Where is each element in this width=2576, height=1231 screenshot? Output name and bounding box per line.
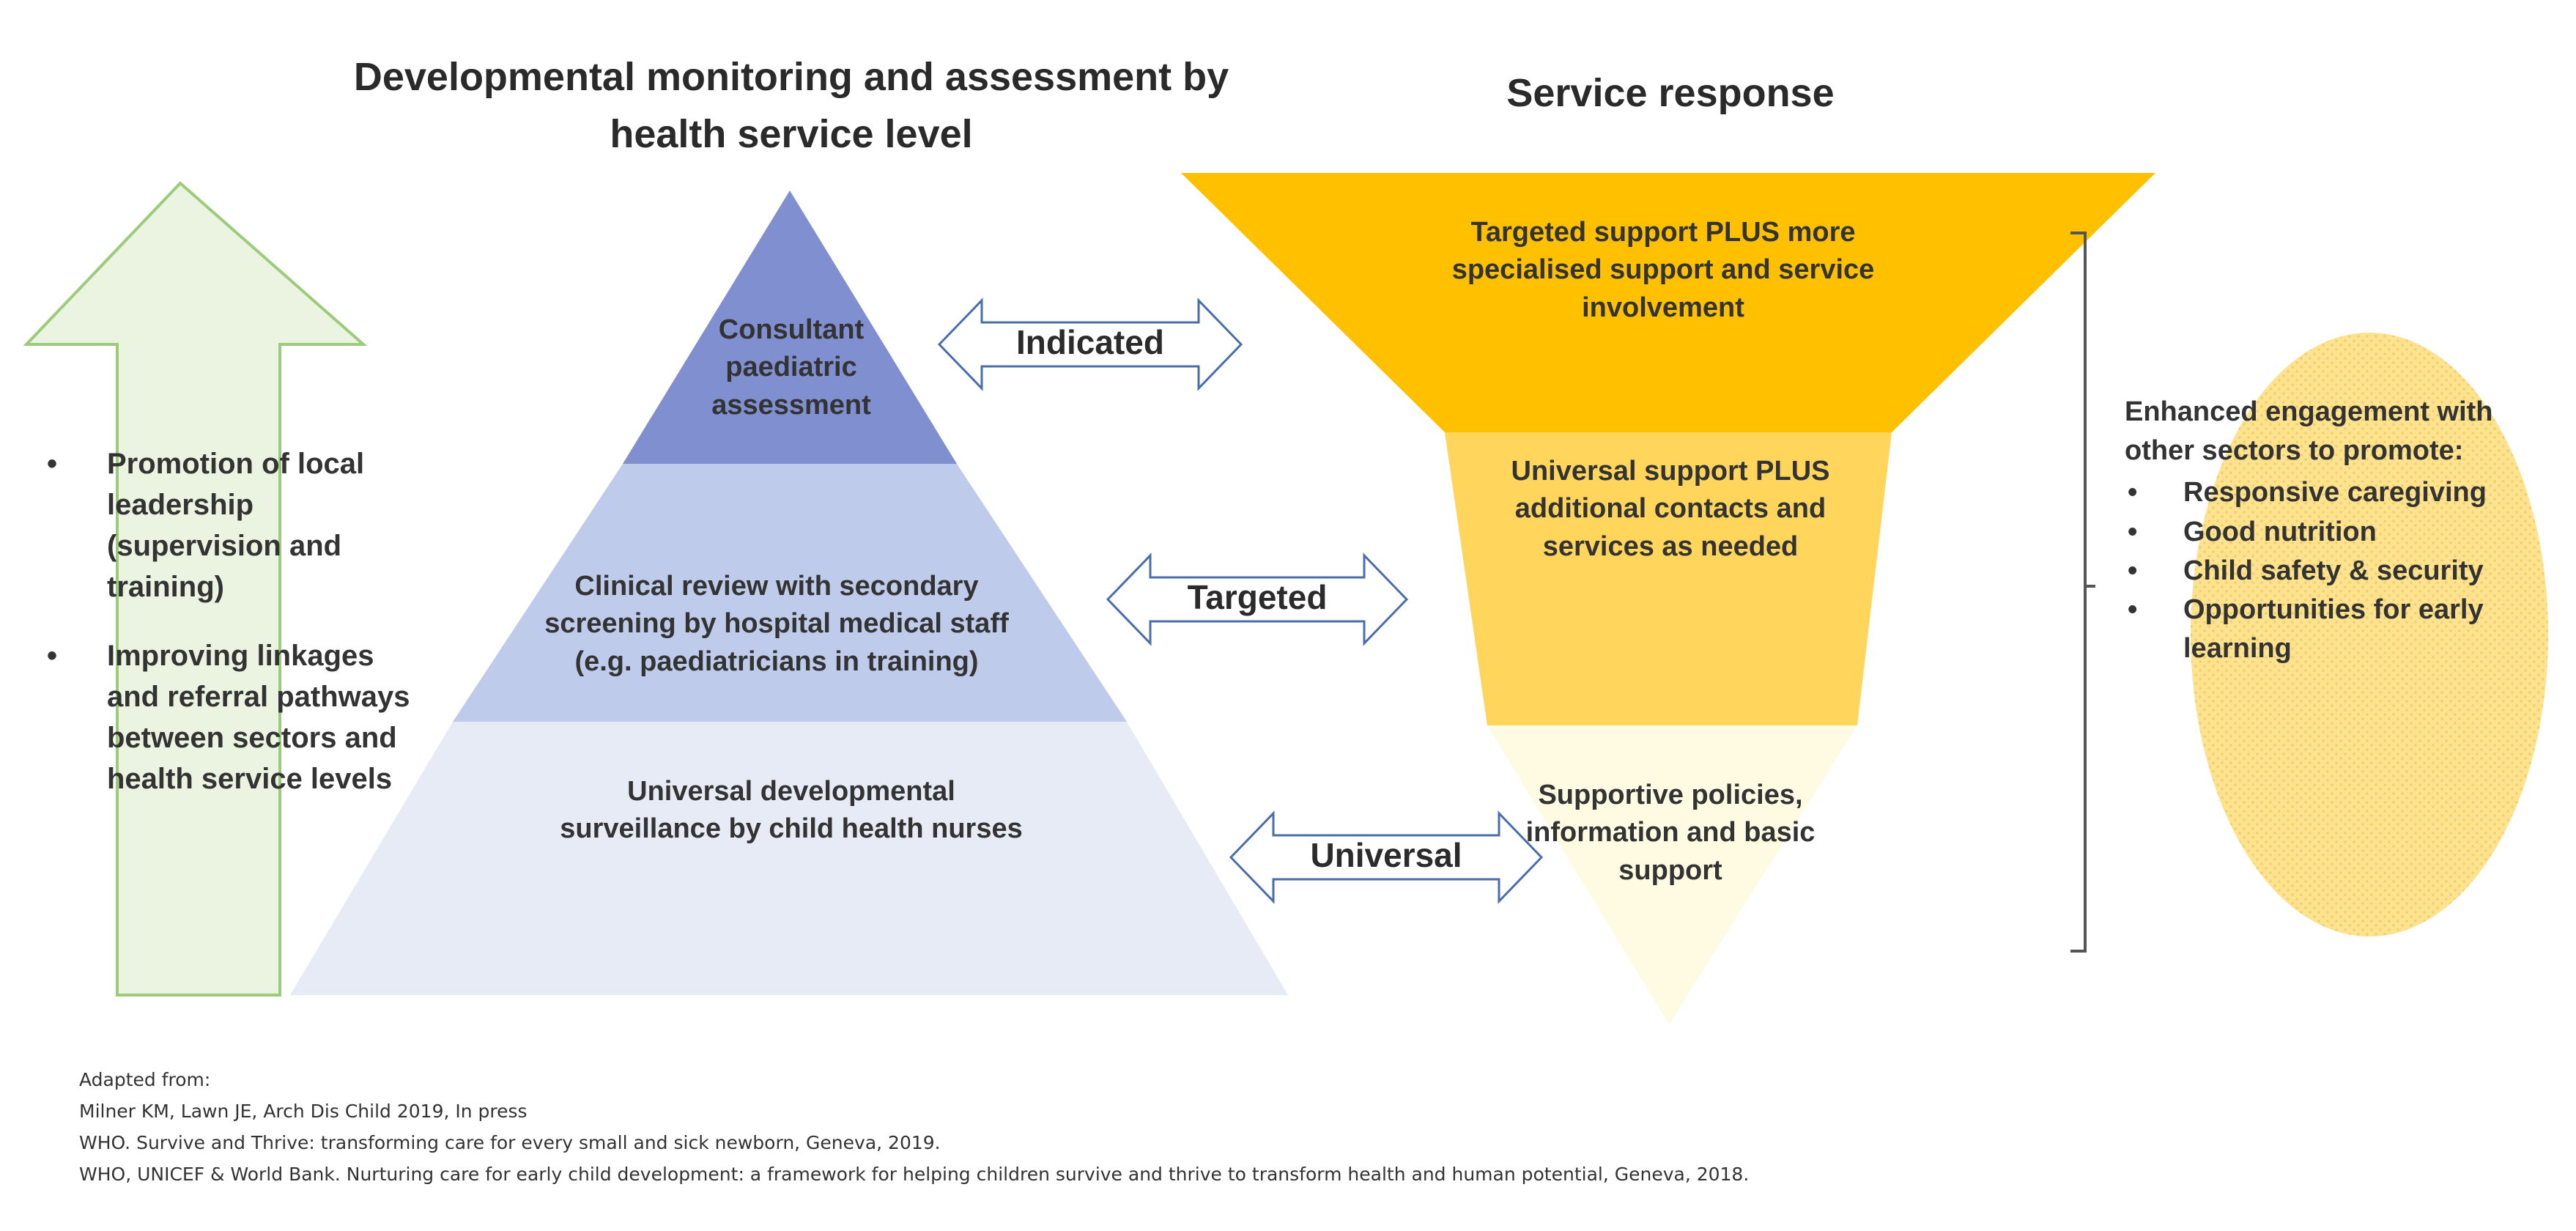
- sector-item: Child safety & security: [2125, 552, 2535, 591]
- right-heading: Service response: [1506, 71, 1835, 115]
- pyramid-middle-tier: [453, 464, 1127, 722]
- universal-label: Universal: [1310, 836, 1462, 874]
- reference-line: WHO, UNICEF & World Bank. Nurturing care…: [79, 1164, 1750, 1185]
- targeted-label: Targeted: [1187, 578, 1328, 616]
- pyramid-bottom-label: Universal developmental surveillance by …: [560, 776, 1023, 845]
- indicated-double-arrow: [937, 297, 1243, 391]
- service-top-tier: [1181, 173, 2155, 432]
- leadership-bullet-list: Promotion of local leadership (supervisi…: [41, 443, 422, 827]
- reference-line: Milner KM, Lawn JE, Arch Dis Child 2019,…: [79, 1101, 528, 1122]
- left-heading: Developmental monitoring and assessment …: [353, 55, 1229, 157]
- references-heading: Adapted from:: [79, 1069, 211, 1090]
- pyramid-top-label: Consultant paediatric assessment: [711, 314, 871, 421]
- service-middle-label: Universal support PLUS additional contac…: [1511, 456, 1830, 562]
- pyramid-bottom-tier: [290, 722, 1288, 995]
- indicated-label: Indicated: [1016, 323, 1164, 361]
- bullet-item: Improving linkages and referral pathways…: [41, 635, 422, 799]
- universal-double-arrow: [1229, 810, 1544, 904]
- bullet-item: Promotion of local leadership (supervisi…: [41, 443, 422, 607]
- service-top-label: Targeted support PLUS more specialised s…: [1451, 217, 1875, 323]
- targeted-double-arrow: [1106, 552, 1409, 646]
- sector-item: Good nutrition: [2125, 513, 2535, 552]
- sector-item: Opportunities for early learning: [2125, 591, 2535, 668]
- service-bottom-tier: [1487, 725, 1857, 1024]
- sectors-block: Enhanced engagement with other sectors t…: [2125, 393, 2535, 668]
- service-middle-tier: [1445, 432, 1892, 725]
- sectors-list: Responsive caregiving Good nutrition Chi…: [2125, 473, 2535, 668]
- service-bottom-label: Supportive policies, information and bas…: [1525, 780, 1816, 886]
- bracket-shape: [2070, 232, 2095, 953]
- pyramid-top-tier: [623, 191, 957, 464]
- reference-line: WHO. Survive and Thrive: transforming ca…: [79, 1132, 941, 1153]
- pyramid-middle-label: Clinical review with secondary screening…: [544, 571, 1009, 677]
- sectors-intro: Enhanced engagement with other sectors t…: [2125, 396, 2493, 467]
- references: Adapted from: Milner KM, Lawn JE, Arch D…: [79, 1064, 1749, 1190]
- sector-item: Responsive caregiving: [2125, 473, 2535, 512]
